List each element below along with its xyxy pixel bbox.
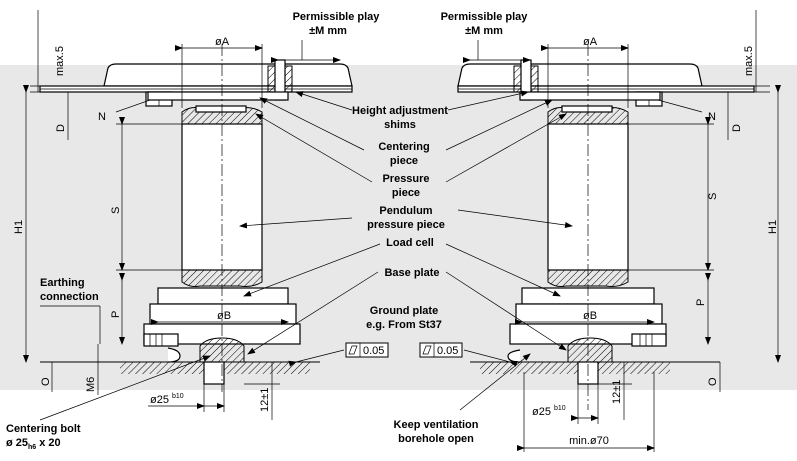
height-adjustment-label: Height adjustment — [352, 105, 448, 117]
diameter-b-left: øB — [217, 310, 231, 322]
centering-label: Centering — [378, 141, 429, 153]
centering-piece-label: piece — [390, 155, 418, 167]
flatness-left-value: 0.05 — [363, 345, 384, 357]
pressure-label: Pressure — [382, 173, 429, 185]
diameter-b-right: øB — [583, 310, 597, 322]
earthing-connection-label: connection — [40, 291, 99, 303]
permissible-play-left-value: ±M mm — [309, 25, 347, 37]
pressure-piece-bottom-left — [181, 269, 263, 287]
earthing-label: Earthing — [40, 277, 85, 289]
o-right: O — [707, 377, 719, 386]
base-plate-label: Base plate — [384, 267, 439, 279]
p-left: P — [110, 311, 122, 318]
load-cell-label: Load cell — [386, 237, 434, 249]
ground-plate-label: Ground plate — [370, 305, 438, 317]
earthing-connector-right — [631, 333, 667, 347]
h1-right: H1 — [767, 220, 779, 234]
top-structure-left — [103, 63, 353, 87]
pendulum-label: Pendulum — [379, 205, 432, 217]
min-diameter: min.ø70 — [569, 435, 609, 447]
top-structure-right — [457, 63, 703, 87]
diameter-a-right: øA — [583, 36, 598, 48]
shims-label: shims — [384, 119, 416, 131]
s-right: S — [707, 193, 719, 200]
earthing-connector-left — [143, 333, 179, 347]
centering-bolt-right — [567, 337, 613, 363]
permissible-play-right-label: Permissible play — [441, 11, 529, 23]
m6-label: M6 — [85, 377, 97, 392]
flatness-right-value: 0.05 — [437, 345, 458, 357]
flatness-tolerance-right — [419, 342, 463, 358]
text-labels: Permissible play ±M mm Permissible play … — [6, 11, 528, 451]
height-left: 12±1 — [259, 388, 271, 412]
leader-arrows — [39, 40, 703, 421]
d-right: D — [731, 124, 743, 132]
s-left: S — [110, 207, 122, 214]
centering-bolt-size: ø 25h6 x 20 — [6, 437, 61, 451]
dimension-text: øA øA øB øB max.5 max.5 D D N N S S H1 H… — [13, 36, 779, 447]
centering-bolt-label: Centering bolt — [6, 423, 81, 435]
h1-left: H1 — [13, 220, 25, 234]
base-plate-left — [157, 287, 289, 305]
diameter-a-left: øA — [215, 36, 230, 48]
max-left: max.5 — [54, 46, 66, 76]
height-right: 12±1 — [611, 380, 623, 404]
keep-ventilation-label: Keep ventilation — [394, 419, 479, 431]
ground-plate-material-label: e.g. From St37 — [366, 319, 442, 331]
dimension-lines — [23, 10, 781, 452]
p-right: P — [695, 299, 707, 306]
o-left: O — [40, 377, 52, 386]
d-left: D — [55, 124, 67, 132]
flatness-tolerance-left — [345, 342, 389, 358]
pressure-piece-label: piece — [392, 187, 420, 199]
max-right: max.5 — [743, 46, 755, 76]
n-left: N — [98, 111, 106, 123]
right-assembly — [457, 44, 755, 410]
left-assembly — [39, 44, 353, 392]
n-right: N — [708, 111, 716, 123]
ground-plate-right — [480, 362, 670, 374]
permissible-play-left-label: Permissible play — [293, 11, 381, 23]
permissible-play-right-value: ±M mm — [465, 25, 503, 37]
borehole-open-label: borehole open — [398, 433, 474, 445]
pressure-piece-bottom-right — [547, 269, 629, 287]
pendulum-pressure-piece-label: pressure piece — [367, 219, 445, 231]
